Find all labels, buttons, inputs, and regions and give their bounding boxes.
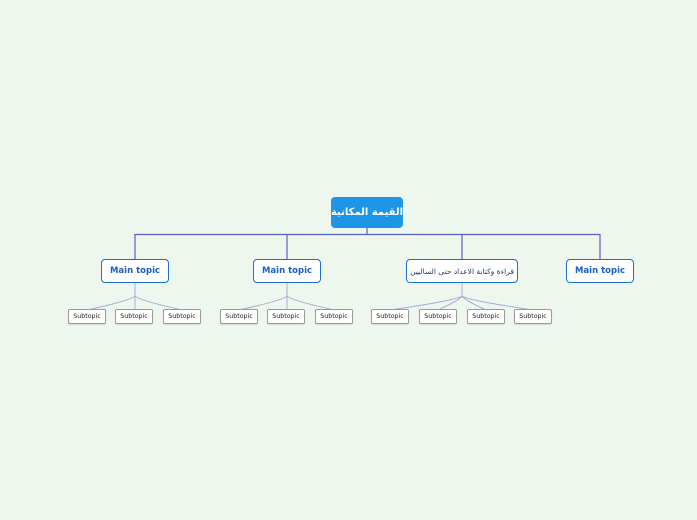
subtopic-node[interactable]: Subtopic: [371, 309, 409, 324]
main-topic-label: Main topic: [109, 266, 161, 276]
subtopic-label: Subtopic: [225, 313, 253, 320]
subtopic-node[interactable]: Subtopic: [315, 309, 353, 324]
subtopic-label: Subtopic: [120, 313, 148, 320]
main-topic-1[interactable]: Main topic: [101, 259, 169, 283]
subtopic-node[interactable]: Subtopic: [514, 309, 552, 324]
subtopic-connector: [461, 283, 534, 311]
subtopic-label: Subtopic: [472, 313, 500, 320]
subtopic-node[interactable]: Subtopic: [467, 309, 505, 324]
subtopic-node[interactable]: Subtopic: [115, 309, 153, 324]
subtopic-connector: [389, 283, 463, 311]
subtopic-connector: [134, 283, 183, 311]
subtopic-node[interactable]: Subtopic: [163, 309, 201, 324]
subtopic-label: Subtopic: [168, 313, 196, 320]
subtopic-node[interactable]: Subtopic: [220, 309, 258, 324]
subtopic-connector: [238, 283, 288, 311]
main-topic-label: Main topic: [574, 266, 626, 276]
subtopic-label: Subtopic: [376, 313, 404, 320]
subtopic-label: Subtopic: [320, 313, 348, 320]
central-topic-label: القيمة المكانية: [330, 207, 404, 218]
subtopic-connector: [86, 283, 136, 311]
main-topic-3[interactable]: قراءة وكتابة الاعداد حتى الساليين: [406, 259, 518, 283]
main-topic-2[interactable]: Main topic: [253, 259, 321, 283]
subtopic-connector: [437, 283, 463, 311]
main-topic-label: قراءة وكتابة الاعداد حتى الساليين: [410, 266, 514, 276]
subtopic-connector: [286, 283, 335, 311]
main-topic-label: Main topic: [261, 266, 313, 276]
subtopic-connector: [461, 283, 487, 311]
subtopic-label: Subtopic: [519, 313, 547, 320]
subtopic-node[interactable]: Subtopic: [419, 309, 457, 324]
subtopic-node[interactable]: Subtopic: [68, 309, 106, 324]
subtopic-label: Subtopic: [272, 313, 300, 320]
central-topic[interactable]: القيمة المكانية: [331, 197, 403, 228]
subtopic-label: Subtopic: [424, 313, 452, 320]
subtopic-label: Subtopic: [73, 313, 101, 320]
main-topic-4[interactable]: Main topic: [566, 259, 634, 283]
subtopic-node[interactable]: Subtopic: [267, 309, 305, 324]
